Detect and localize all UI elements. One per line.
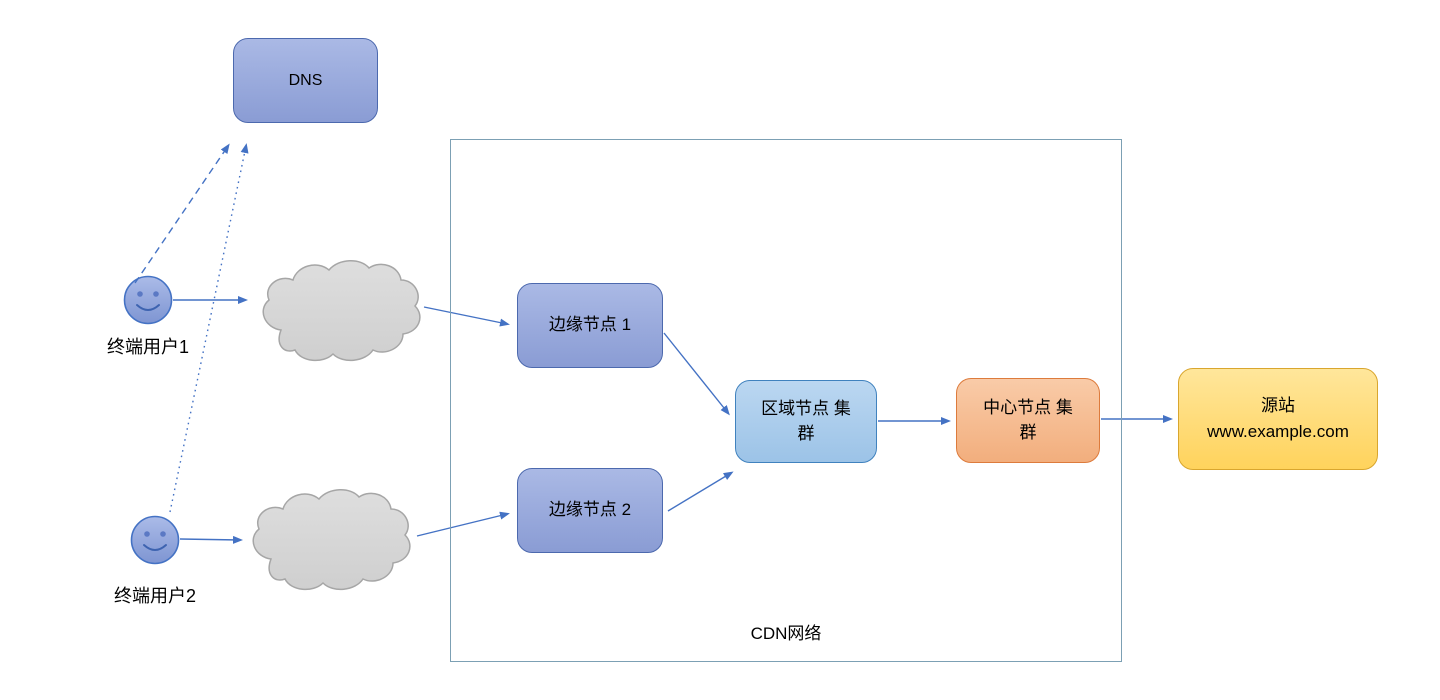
cdn-network-boundary [450, 139, 1122, 662]
internet-cloud-1-icon [262, 259, 421, 362]
user-2-label: 终端用户2 [113, 586, 196, 606]
node-edge-1: 边缘节点 1 [517, 283, 663, 368]
node-origin-label-line2: www.example.com [1207, 422, 1349, 441]
node-regional-cluster-label-line2: 群 [797, 423, 815, 443]
node-edge-1-label: 边缘节点 1 [548, 315, 632, 335]
node-edge-2: 边缘节点 2 [517, 468, 663, 553]
arrow-cloud1-to-edge1 [423, 306, 510, 327]
node-dns: DNS [233, 38, 378, 123]
node-regional-cluster-label-line1: 区域节点 集 [761, 398, 851, 418]
arrow-edge1-to-regional [663, 332, 730, 416]
user-1-label: 终端用户1 [106, 337, 189, 357]
arrow-edge2-to-regional [667, 471, 734, 512]
node-regional-cluster: 区域节点 集 群 [735, 380, 877, 463]
arrow-user1-to-dns [134, 143, 230, 284]
arrow-user2-to-dns [169, 143, 249, 513]
cdn-network-label: CDN网络 [750, 624, 822, 643]
node-edge-2-label: 边缘节点 2 [548, 500, 632, 520]
node-central-cluster-label-line1: 中心节点 集 [983, 397, 1073, 417]
node-central-cluster: 中心节点 集 群 [956, 378, 1100, 463]
node-dns-label: DNS [288, 71, 323, 89]
node-central-cluster-label-line2: 群 [1019, 422, 1037, 442]
diagram-arrows [134, 143, 1173, 544]
user-1-icon [123, 275, 173, 325]
arrow-cloud2-to-edge2 [416, 511, 510, 537]
internet-cloud-2-icon [252, 488, 411, 591]
node-origin-label-line1: 源站 [1261, 395, 1295, 415]
user-2-icon [130, 515, 180, 565]
node-origin: 源站 www.example.com [1178, 368, 1378, 470]
arrow-user2-to-cloud2 [179, 535, 243, 544]
